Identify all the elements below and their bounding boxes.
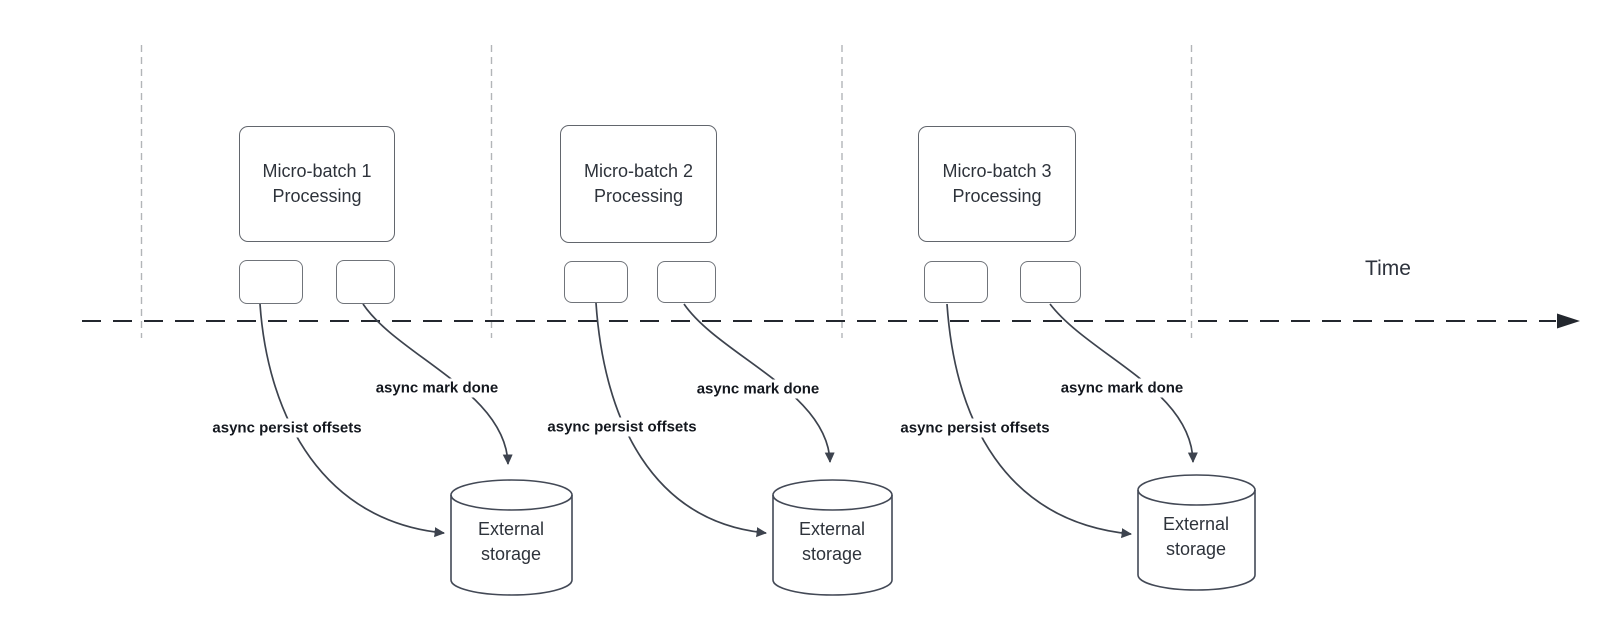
external-storage-text-2-line1: External: [798, 519, 866, 539]
persist-task-box-1: [239, 260, 303, 304]
async-mark-done-label-1: async mark done: [372, 378, 502, 398]
micro-batch-2-processing-box: Micro-batch 2 Processing: [560, 125, 717, 243]
time-axis-arrowhead-icon: [1557, 313, 1580, 329]
mark-done-arrow-2: [683, 303, 835, 463]
micro-batch-3-title-line1: Micro-batch 3: [942, 161, 1052, 181]
async-persist-offsets-label-3: async persist offsets: [897, 418, 1053, 438]
persist-offsets-arrow-2: [595, 302, 767, 538]
external-storage-text-2: External storage: [799, 517, 865, 567]
micro-batch-3-processing-box: Micro-batch 3 Processing: [918, 126, 1076, 242]
time-axis-label: Time: [1365, 257, 1411, 280]
external-storage-text-2-line2: storage: [801, 544, 863, 564]
persist-offsets-arrow-1: [259, 303, 445, 538]
external-storage-text-3: External storage: [1163, 512, 1229, 562]
done-task-box-1: [336, 260, 395, 304]
micro-batch-2-title-line2: Processing: [593, 186, 684, 206]
mark-done-arrow-3: [1049, 303, 1198, 463]
persist-offsets-arrow-3: [946, 303, 1132, 539]
external-storage-text-3-line1: External: [1162, 514, 1230, 534]
async-mark-done-label-2: async mark done: [693, 379, 823, 399]
external-storage-cylinder-2: [772, 479, 893, 596]
done-task-box-2: [657, 261, 716, 303]
async-persist-offsets-label-1: async persist offsets: [209, 418, 365, 438]
external-storage-cylinder-1: [450, 479, 573, 596]
async-mark-done-label-3: async mark done: [1057, 378, 1187, 398]
external-storage-text-1-line2: storage: [480, 544, 542, 564]
persist-task-box-2: [564, 261, 628, 303]
done-task-box-3: [1020, 261, 1081, 303]
micro-batch-1-processing-box: Micro-batch 1 Processing: [239, 126, 395, 242]
micro-batch-1-title-line2: Processing: [272, 186, 362, 206]
persist-task-box-3: [924, 261, 988, 303]
micro-batch-1-title-line1: Micro-batch 1: [262, 161, 372, 181]
external-storage-text-3-line2: storage: [1165, 539, 1227, 559]
external-storage-text-1-line1: External: [477, 519, 545, 539]
async-persist-offsets-label-2: async persist offsets: [544, 417, 700, 437]
external-storage-text-1: External storage: [478, 517, 544, 567]
micro-batch-2-title-line1: Micro-batch 2: [583, 161, 694, 181]
mark-done-arrow-1: [362, 303, 513, 465]
micro-batch-3-title-line2: Processing: [952, 186, 1042, 206]
external-storage-cylinder-3: [1137, 474, 1256, 591]
